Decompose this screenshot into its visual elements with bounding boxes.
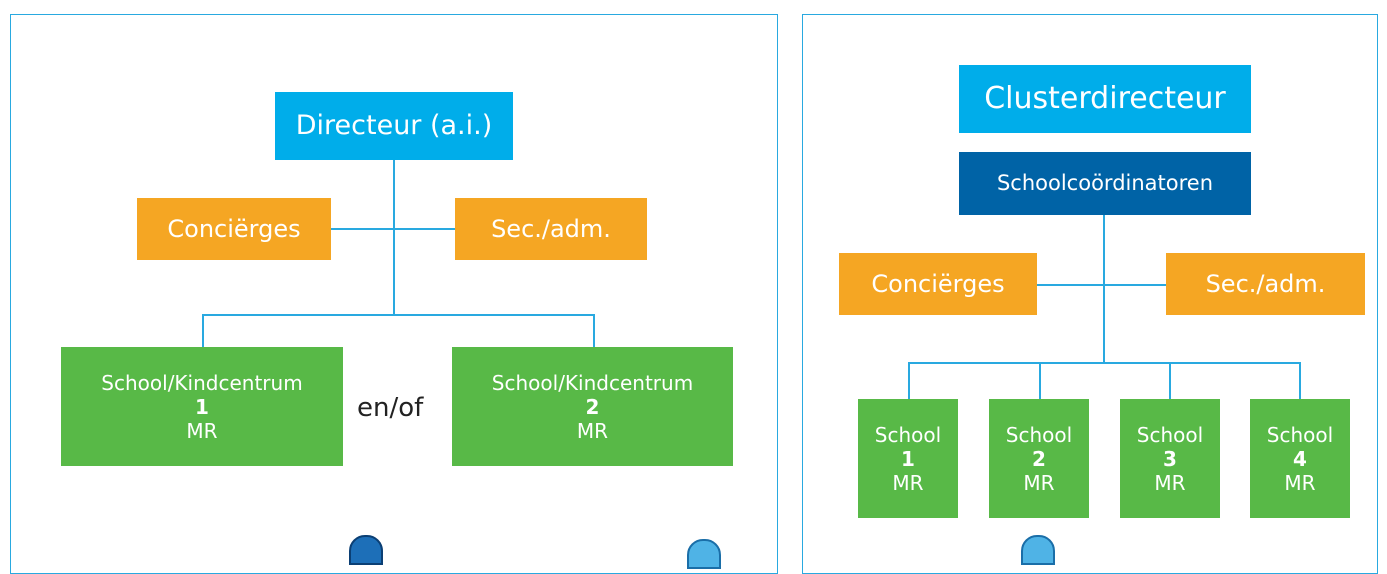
school-box-2: School 2 MR [989,399,1089,518]
school-box-3: School 3 MR [1120,399,1220,518]
org-chart-single-director: Directeur (a.i.) Conciërges Sec./adm. Sc… [10,14,778,574]
school-branch-line [202,314,595,316]
conciergers-box: Conciërges [137,198,331,260]
school-number: 2 [585,394,600,419]
school-branch-line [908,362,1301,364]
director-label: Directeur (a.i.) [295,109,493,141]
school-box-1: School/Kindcentrum 1 MR [61,347,343,466]
vertical-trunk-line [1103,215,1105,363]
en-of-connector-text: en/of [357,393,424,423]
school-3-drop-line [1169,362,1171,399]
director-box: Directeur (a.i.) [275,92,513,160]
school-name: School [874,422,942,447]
school-number: 1 [901,446,915,471]
school-name: School/Kindcentrum [491,370,694,395]
school-box-1: School 1 MR [858,399,958,518]
school-2-drop-line [593,314,595,347]
school-box-2: School/Kindcentrum 2 MR [452,347,733,466]
person-figure-icon [1021,535,1055,565]
school-name: School [1266,422,1334,447]
school-name: School/Kindcentrum [101,370,303,395]
school-box-4: School 4 MR [1250,399,1350,518]
school-number: 2 [1032,446,1046,471]
school-council: MR [576,418,609,443]
school-council: MR [1023,470,1055,495]
vertical-trunk-line [393,160,395,315]
support-connector-line [1037,284,1167,286]
secretariat-label: Sec./adm. [1205,269,1326,298]
cluster-director-box: Clusterdirecteur [959,65,1251,133]
school-name: School [1136,422,1204,447]
cluster-director-label: Clusterdirecteur [984,81,1226,116]
coordinators-box: Schoolcoördinatoren [959,152,1251,215]
school-number: 3 [1163,446,1177,471]
secretariat-box: Sec./adm. [455,198,647,260]
org-chart-cluster-director: Clusterdirecteur Schoolcoördinatoren Con… [802,14,1378,574]
coordinators-label: Schoolcoördinatoren [996,170,1214,195]
school-number: 1 [195,394,209,419]
school-council: MR [1154,470,1186,495]
school-name: School [1005,422,1073,447]
school-council: MR [892,470,924,495]
secretariat-box: Sec./adm. [1166,253,1365,315]
support-connector-line [331,228,455,230]
secretariat-label: Sec./adm. [491,214,611,243]
school-1-drop-line [202,314,204,347]
school-2-drop-line [1039,362,1041,399]
school-1-drop-line [908,362,910,399]
conciergers-label: Conciërges [167,214,301,243]
conciergers-label: Conciërges [871,269,1005,298]
person-figure-icon [687,539,721,569]
conciergers-box: Conciërges [839,253,1037,315]
school-number: 4 [1293,446,1307,471]
school-4-drop-line [1299,362,1301,399]
school-council: MR [186,418,218,443]
person-figure-icon [349,535,383,565]
school-council: MR [1284,470,1316,495]
